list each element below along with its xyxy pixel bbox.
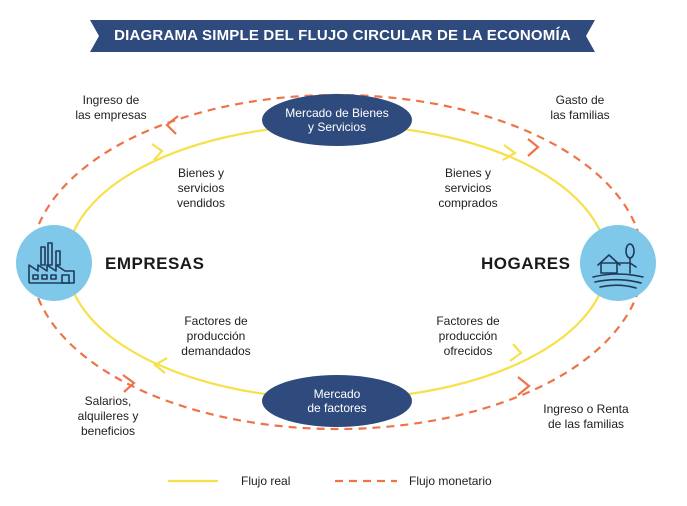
arrow-money-household-spending bbox=[527, 138, 540, 157]
market-factors: Mercado de factores bbox=[262, 375, 412, 427]
market-goods-services: Mercado de Bienes y Servicios bbox=[262, 94, 412, 146]
legend-monetary-label: Flujo monetario bbox=[409, 474, 492, 488]
diagram-title: DIAGRAMA SIMPLE DEL FLUJO CIRCULAR DE LA… bbox=[114, 27, 571, 44]
label-gasto-familias: Gasto de las familias bbox=[550, 93, 610, 122]
label-factores-ofrecidos: Factores de producción ofrecidos bbox=[436, 314, 500, 358]
market-goods-line-1: Mercado de Bienes bbox=[285, 106, 389, 120]
label-renta-familias: Ingreso o Renta de las familias bbox=[543, 402, 629, 431]
arrow-real-factors-offered bbox=[509, 343, 523, 362]
empresas-label: EMPRESAS bbox=[105, 254, 205, 273]
label-ingreso-empresas: Ingreso de las empresas bbox=[75, 93, 147, 122]
hogares-label: HOGARES bbox=[481, 254, 571, 273]
hogares-circle bbox=[580, 225, 656, 301]
label-salarios: Salarios, alquileres y beneficios bbox=[77, 394, 139, 438]
arrow-real-goods-bought bbox=[502, 144, 518, 161]
legend-real-label: Flujo real bbox=[241, 474, 291, 488]
farmhouse-icon bbox=[592, 243, 644, 289]
label-factores-demandados: Factores de producción demandados bbox=[181, 314, 251, 358]
label-bienes-comprados: Bienes y servicios comprados bbox=[438, 166, 498, 210]
arrow-real-factors-demanded bbox=[153, 357, 168, 374]
arrow-money-household-income bbox=[517, 376, 531, 396]
empresas-circle bbox=[16, 225, 92, 301]
arrow-money-firm-income bbox=[165, 115, 179, 135]
factory-icon bbox=[28, 242, 75, 284]
market-factors-line-2: de factores bbox=[307, 401, 367, 415]
arrow-money-wages bbox=[122, 374, 136, 393]
market-goods-line-2: y Servicios bbox=[307, 120, 366, 134]
title-banner: DIAGRAMA SIMPLE DEL FLUJO CIRCULAR DE LA… bbox=[90, 20, 595, 52]
banner-ribbon-shape bbox=[90, 20, 595, 52]
arrow-real-goods-sold bbox=[151, 143, 164, 161]
label-bienes-vendidos: Bienes y servicios vendidos bbox=[176, 166, 226, 210]
market-factors-line-1: Mercado bbox=[313, 387, 361, 401]
